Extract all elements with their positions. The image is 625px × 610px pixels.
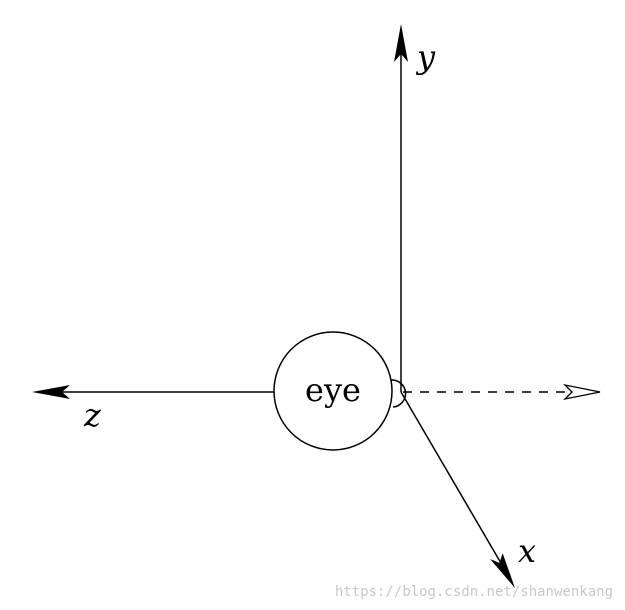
eye: eye bbox=[273, 331, 393, 451]
y-axis: y bbox=[394, 24, 436, 392]
eye-label: eye bbox=[305, 371, 361, 409]
x-axis: x bbox=[400, 391, 536, 588]
x-axis-label: x bbox=[518, 532, 536, 570]
watermark-text: https://blog.csdn.net/shanwenkang bbox=[335, 584, 613, 600]
y-axis-label: y bbox=[415, 38, 436, 76]
hidden-axis bbox=[403, 383, 601, 401]
hidden-axis-open-arrowhead bbox=[563, 383, 601, 401]
z-axis-arrowhead bbox=[32, 385, 70, 399]
eye-circle bbox=[273, 331, 393, 451]
origin-arc bbox=[390, 379, 407, 408]
x-axis-arrowhead bbox=[490, 553, 515, 588]
y-axis-arrowhead bbox=[394, 24, 408, 62]
x-axis-line bbox=[400, 391, 506, 571]
z-axis: z bbox=[32, 385, 274, 434]
z-axis-label: z bbox=[83, 396, 102, 434]
